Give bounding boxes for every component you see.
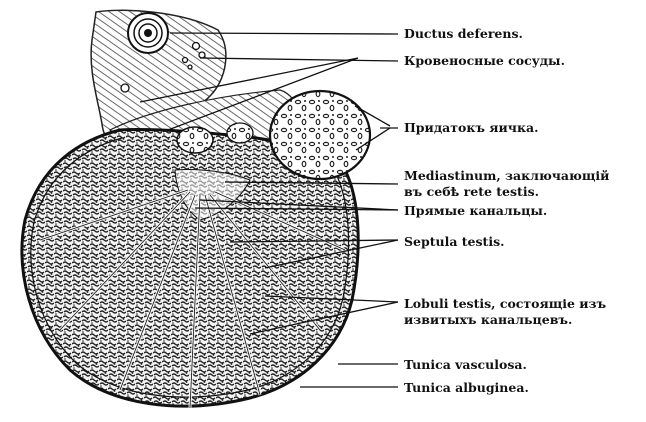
lobuli-label-line1: Lobuli testis, состоящіе изъ <box>404 296 606 311</box>
blood-vessels-label: Кровеносные сосуды. <box>404 53 565 68</box>
mediastinum-label-line2: въ себѣ rete testis. <box>404 184 539 199</box>
tunica-albuginea-label: Tunica albuginea. <box>404 380 529 395</box>
straight-tubules-label: Прямые канальцы. <box>404 203 547 218</box>
ductus-deferens-label: Ductus deferens. <box>404 26 523 41</box>
epididymis-label: Придатокъ яичка. <box>404 120 538 135</box>
tunica-vasculosa-label: Tunica vasculosa. <box>404 357 527 372</box>
mediastinum-label-line1: Mediastinum, заключающій <box>404 168 609 183</box>
lobuli-label-line2: извитыхъ канальцевъ. <box>404 312 572 327</box>
ductus-deferens-structure <box>128 13 168 53</box>
septula-label: Septula testis. <box>404 234 504 249</box>
